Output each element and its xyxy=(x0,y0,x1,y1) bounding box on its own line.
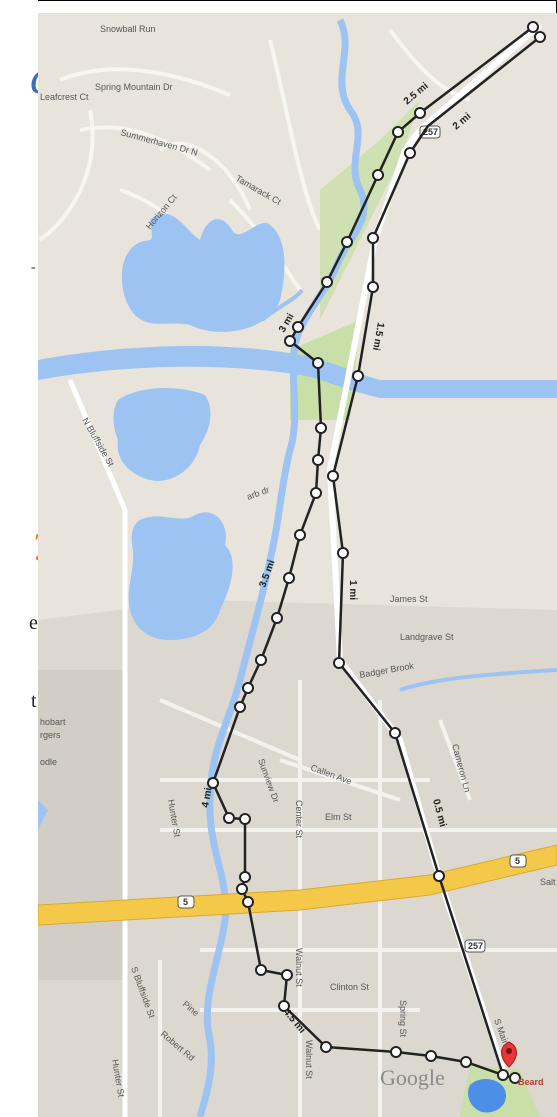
destination-pin-icon[interactable] xyxy=(501,1041,517,1068)
waypoint[interactable] xyxy=(234,701,246,713)
street-spring-mountain: Spring Mountain Dr xyxy=(95,82,173,92)
waypoint[interactable] xyxy=(433,870,445,882)
left-document-edge: c - ? e t xyxy=(0,0,38,1117)
waypoint[interactable] xyxy=(425,1050,437,1062)
svg-text:257: 257 xyxy=(423,127,438,137)
waypoint[interactable] xyxy=(312,357,324,369)
waypoint[interactable] xyxy=(390,1046,402,1058)
waypoint[interactable] xyxy=(367,281,379,293)
river-main xyxy=(196,18,368,1117)
highway-5 xyxy=(38,844,557,926)
waypoint[interactable] xyxy=(292,321,304,333)
waypoint[interactable] xyxy=(242,896,254,908)
waypoint[interactable] xyxy=(255,654,267,666)
business-noodle: odle xyxy=(40,757,57,767)
street-landgrave: Landgrave St xyxy=(400,632,454,642)
street-spring: Spring St xyxy=(398,1000,408,1038)
street-james: James St xyxy=(390,594,428,604)
route-map[interactable]: Snowball Run Leafcrest Ct Spring Mountai… xyxy=(38,13,557,1117)
waypoint[interactable] xyxy=(352,370,364,382)
water-edge xyxy=(38,800,48,830)
lake-north xyxy=(121,213,285,332)
street-walnut-north: Walnut St xyxy=(294,948,304,987)
waypoint[interactable] xyxy=(321,276,333,288)
street-center: Center St xyxy=(294,800,304,839)
street-salt: Salt xyxy=(540,877,556,887)
waypoint[interactable] xyxy=(460,1056,472,1068)
svg-text:5: 5 xyxy=(183,897,188,907)
svg-text:257: 257 xyxy=(468,941,483,951)
street-leafcrest-ct: Leafcrest Ct xyxy=(40,92,89,102)
waypoint[interactable] xyxy=(320,1041,332,1053)
waypoint[interactable] xyxy=(310,487,322,499)
shield-5-west: 5 xyxy=(177,895,195,909)
lake-south xyxy=(128,512,233,640)
waypoint[interactable] xyxy=(414,107,426,119)
edge-mark: - xyxy=(31,260,36,275)
google-attribution: Google xyxy=(380,1065,445,1090)
distance-1-mi: 1 mi xyxy=(347,580,358,600)
waypoint[interactable] xyxy=(404,147,416,159)
waypoint[interactable] xyxy=(283,572,295,584)
shield-5-east: 5 xyxy=(509,854,527,868)
waypoint[interactable] xyxy=(242,682,254,694)
park-strip xyxy=(320,100,420,320)
edge-letter-t: t xyxy=(31,690,37,712)
svg-text:5: 5 xyxy=(515,856,520,866)
waypoint[interactable] xyxy=(315,422,327,434)
waypoint[interactable] xyxy=(367,232,379,244)
waypoint[interactable] xyxy=(236,883,248,895)
waypoint[interactable] xyxy=(534,31,546,43)
business-hobart: hobart xyxy=(40,717,66,727)
business-burgers: rgers xyxy=(40,730,61,740)
river-east-west xyxy=(38,345,557,398)
waypoint[interactable] xyxy=(271,612,283,624)
waypoint[interactable] xyxy=(527,21,539,33)
residential-streets xyxy=(38,28,471,292)
street-clinton: Clinton St xyxy=(330,982,370,992)
waypoint[interactable] xyxy=(341,236,353,248)
distance-1-5-mi: 1.5 mi xyxy=(370,321,386,351)
distance-4-mi: 4 mi xyxy=(200,787,214,809)
waypoint[interactable] xyxy=(389,727,401,739)
waypoint[interactable] xyxy=(372,169,384,181)
street-walnut-south: Walnut St xyxy=(304,1040,314,1079)
waypoint[interactable] xyxy=(337,547,349,559)
waypoint[interactable] xyxy=(497,1069,509,1081)
waypoint[interactable] xyxy=(333,657,345,669)
waypoint[interactable] xyxy=(312,454,324,466)
pond-south xyxy=(468,1078,506,1113)
edge-letter-q: ? xyxy=(30,523,38,570)
waypoint[interactable] xyxy=(207,777,219,789)
waypoint[interactable] xyxy=(327,470,339,482)
river-branch xyxy=(260,288,304,322)
town-street-grid xyxy=(158,680,557,1117)
edge-letter-e: e xyxy=(29,612,38,634)
waypoint[interactable] xyxy=(239,813,251,825)
destination-label: Beard xyxy=(518,1077,544,1087)
waypoints xyxy=(207,21,546,1084)
shield-257-south: 257 xyxy=(464,939,486,953)
waypoint[interactable] xyxy=(239,871,251,883)
street-snowball-run: Snowball Run xyxy=(100,24,156,34)
waypoint[interactable] xyxy=(223,812,235,824)
waypoint[interactable] xyxy=(281,969,293,981)
waypoint[interactable] xyxy=(255,964,267,976)
map-svg[interactable]: Snowball Run Leafcrest Ct Spring Mountai… xyxy=(38,13,557,1117)
waypoint[interactable] xyxy=(392,126,404,138)
street-elm: Elm St xyxy=(325,812,352,822)
waypoint[interactable] xyxy=(294,529,306,541)
waypoint[interactable] xyxy=(284,335,296,347)
urban-area xyxy=(38,600,557,1117)
edge-letter-c: c xyxy=(30,50,38,105)
lake-middle xyxy=(113,388,211,481)
badger-brook-stream xyxy=(399,668,557,692)
waypoint[interactable] xyxy=(278,1000,290,1012)
waypoint[interactable] xyxy=(509,1072,521,1084)
